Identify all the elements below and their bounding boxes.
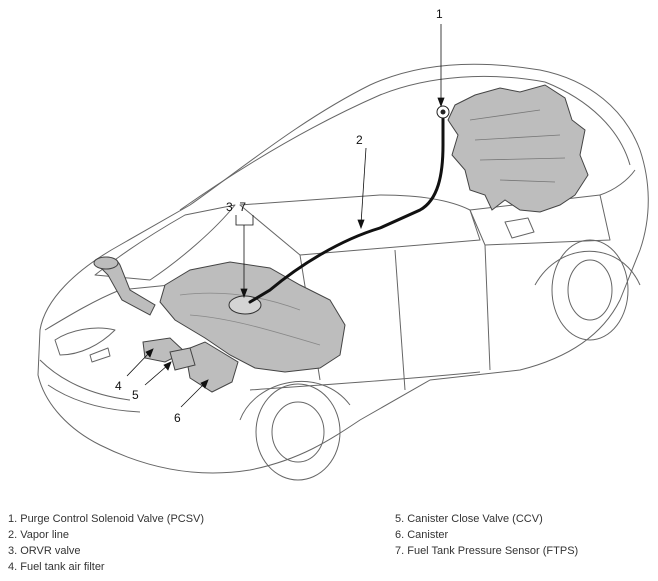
vapor-line <box>248 116 445 304</box>
callout-4: 4 <box>115 379 122 393</box>
legend-item-4: 4. Fuel tank air filter <box>8 561 105 573</box>
callout-2: 2 <box>356 133 363 147</box>
legend-item-6: 6. Canister <box>395 529 449 541</box>
engine-block <box>447 84 589 213</box>
legend-item-2: 2. Vapor line <box>8 529 69 541</box>
evap-system-diagram: 1 2 3 7 4 5 6 <box>37 7 649 481</box>
callout-3-7: 3 7 <box>226 200 246 214</box>
legend-item-3: 3. ORVR valve <box>8 545 81 557</box>
filler-neck <box>93 256 156 316</box>
legend-item-5: 5. Canister Close Valve (CCV) <box>395 513 543 525</box>
leader-lines <box>126 24 445 408</box>
legend-item-1: 1. Purge Control Solenoid Valve (PCSV) <box>8 513 205 525</box>
callout-5: 5 <box>132 388 139 402</box>
callout-6: 6 <box>174 411 181 425</box>
callout-1: 1 <box>436 7 443 21</box>
pcsv-valve-icon <box>436 105 450 119</box>
legend-right: 5. Canister Close Valve (CCV) 6. Caniste… <box>395 511 578 559</box>
canister-assembly <box>142 337 239 393</box>
legend-left: 1. Purge Control Solenoid Valve (PCSV) 2… <box>8 511 204 575</box>
legend-item-7: 7. Fuel Tank Pressure Sensor (FTPS) <box>395 545 579 557</box>
car-outline <box>37 63 649 481</box>
